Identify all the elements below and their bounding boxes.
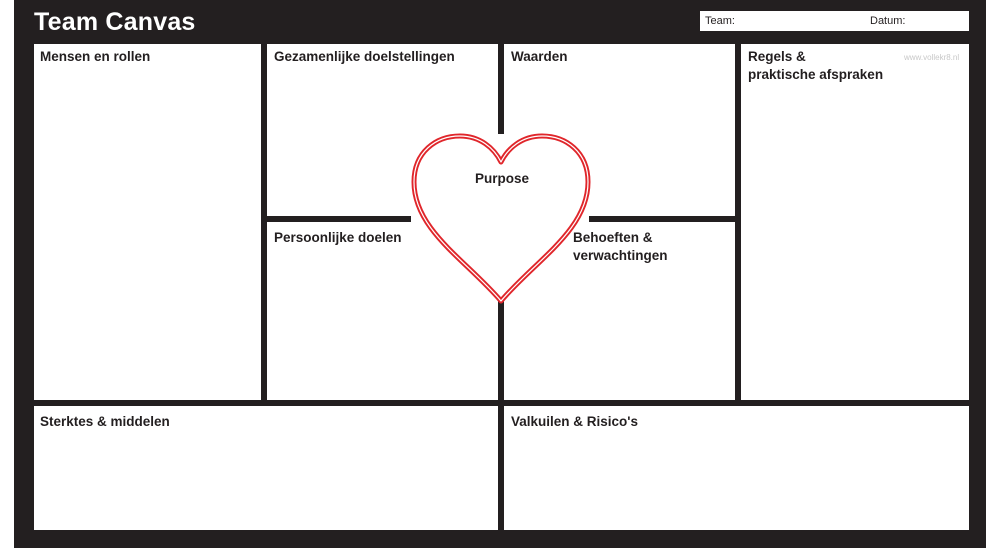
label-personal-goals: Persoonlijke doelen	[274, 230, 402, 245]
heart-icon	[411, 133, 591, 304]
divider-bottom-stub	[498, 301, 504, 406]
label-purpose: Purpose	[475, 171, 530, 186]
label-common-goals: Gezamenlijke doelstellingen	[274, 49, 455, 64]
label-strengths: Sterktes & middelen	[40, 414, 170, 429]
label-needs-line1: Behoeften &	[573, 230, 653, 245]
label-rules-line1: Regels &	[748, 49, 806, 64]
page-title: Team Canvas	[34, 8, 196, 36]
divider-top-stub	[498, 44, 504, 134]
team-label: Team:	[705, 15, 735, 27]
panel-rules	[741, 44, 969, 400]
label-pitfalls: Valkuilen & Risico's	[511, 414, 639, 429]
label-people-roles: Mensen en rollen	[40, 49, 151, 64]
label-needs-line2: verwachtingen	[573, 248, 668, 263]
label-rules-line2: praktische afspraken	[748, 67, 884, 82]
date-label: Datum:	[870, 15, 906, 27]
panel-strengths	[34, 406, 498, 530]
panel-pitfalls	[504, 406, 969, 530]
divider-left-stub	[267, 216, 411, 222]
divider-right-stub	[589, 216, 735, 222]
team-date-field[interactable]: Team: Datum:	[700, 11, 969, 31]
panel-people-roles	[34, 44, 261, 400]
watermark: www.vollekr8.nl	[904, 53, 960, 62]
label-values: Waarden	[511, 49, 568, 64]
